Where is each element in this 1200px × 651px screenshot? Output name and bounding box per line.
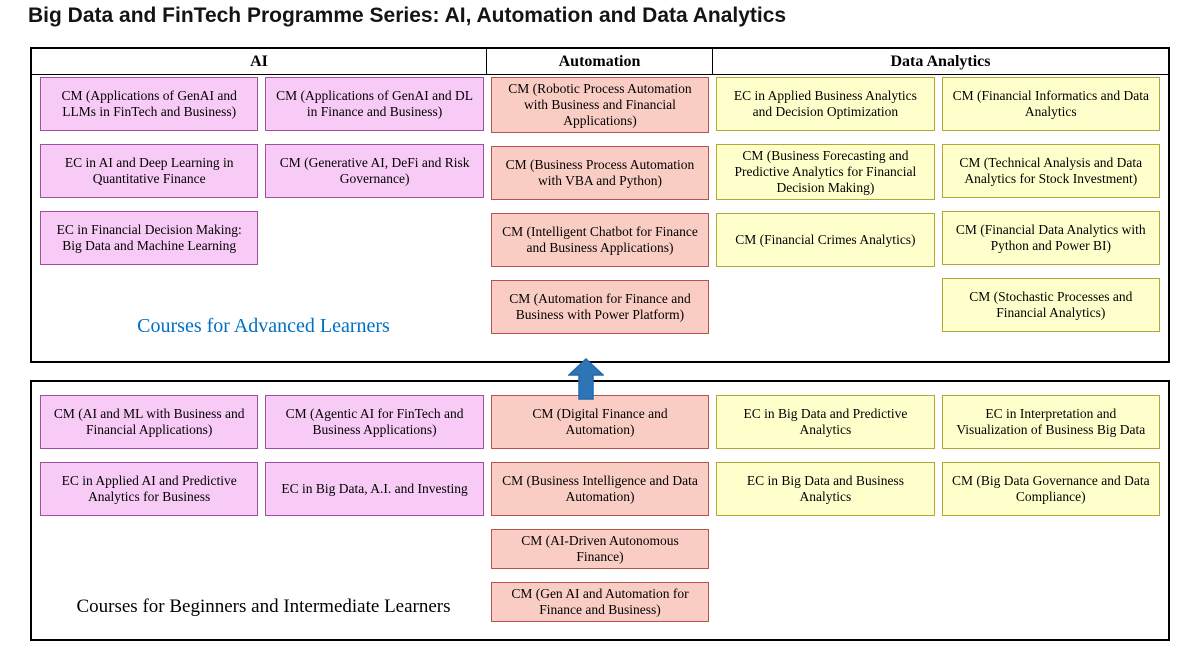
course-box: CM (Financial Data Analytics with Python…: [941, 211, 1160, 265]
course-box: EC in Interpretation and Visualization o…: [941, 395, 1160, 449]
course-box: EC in Applied AI and Predictive Analytic…: [40, 462, 259, 516]
header-ai: AI: [32, 49, 487, 74]
header-automation: Automation: [487, 49, 713, 74]
course-box: CM (AI-Driven Autonomous Finance): [490, 529, 710, 569]
ai-column-1: CM (AI and ML with Business and Financia…: [40, 395, 259, 622]
beginner-section: CM (AI and ML with Business and Financia…: [30, 380, 1170, 641]
ai-column-2: CM (Agentic AI for FinTech and Business …: [265, 395, 484, 622]
course-box: EC in Financial Decision Making: Big Dat…: [40, 211, 259, 265]
course-box: CM (Technical Analysis and Data Analytic…: [941, 144, 1160, 198]
data-analytics-column-2: EC in Interpretation and Visualization o…: [941, 395, 1160, 622]
advanced-caption: Courses for Advanced Learners: [137, 315, 390, 337]
advanced-course-grid: CM (Applications of GenAI and LLMs in Fi…: [40, 77, 1160, 334]
course-box: CM (Business Intelligence and Data Autom…: [490, 462, 710, 516]
course-box: CM (Generative AI, DeFi and Risk Governa…: [265, 144, 484, 198]
course-box: CM (Digital Finance and Automation): [490, 395, 710, 449]
course-box: CM (Applications of GenAI and DL in Fina…: [265, 77, 484, 131]
course-box: CM (Financial Informatics and Data Analy…: [941, 77, 1160, 131]
column-headers: AI Automation Data Analytics: [32, 49, 1168, 75]
course-box: CM (Robotic Process Automation with Busi…: [490, 77, 710, 133]
course-box: CM (Intelligent Chatbot for Finance and …: [490, 212, 710, 267]
data-analytics-column-1: EC in Big Data and Predictive Analytics …: [716, 395, 935, 622]
course-box: CM (Big Data Governance and Data Complia…: [941, 462, 1160, 516]
course-box: CM (Financial Crimes Analytics): [716, 212, 935, 267]
automation-column: CM (Robotic Process Automation with Busi…: [490, 77, 710, 334]
course-box: CM (Business Forecasting and Predictive …: [716, 144, 935, 200]
data-analytics-column-2: CM (Financial Informatics and Data Analy…: [941, 77, 1160, 334]
course-box: EC in Big Data and Business Analytics: [716, 462, 935, 516]
page-title: Big Data and FinTech Programme Series: A…: [28, 4, 787, 27]
course-box: EC in Big Data, A.I. and Investing: [265, 462, 484, 516]
course-box: CM (AI and ML with Business and Financia…: [40, 395, 259, 449]
course-box: EC in Big Data and Predictive Analytics: [716, 395, 935, 449]
ai-column-2: CM (Applications of GenAI and DL in Fina…: [265, 77, 484, 334]
course-box: CM (Stochastic Processes and Financial A…: [941, 278, 1160, 332]
course-box: CM (Applications of GenAI and LLMs in Fi…: [40, 77, 259, 131]
data-analytics-column-1: EC in Applied Business Analytics and Dec…: [716, 77, 935, 334]
ai-column-1: CM (Applications of GenAI and LLMs in Fi…: [40, 77, 259, 334]
course-box: CM (Automation for Finance and Business …: [490, 279, 710, 334]
course-box: EC in AI and Deep Learning in Quantitati…: [40, 144, 259, 198]
beginner-course-grid: CM (AI and ML with Business and Financia…: [40, 395, 1160, 622]
header-data-analytics: Data Analytics: [890, 52, 991, 70]
course-box: CM (Agentic AI for FinTech and Business …: [265, 395, 484, 449]
beginner-caption: Courses for Beginners and Intermediate L…: [76, 596, 451, 617]
course-box: CM (Business Process Automation with VBA…: [490, 145, 710, 200]
automation-column: CM (Digital Finance and Automation) CM (…: [490, 395, 710, 622]
course-box: EC in Applied Business Analytics and Dec…: [716, 77, 935, 131]
course-box: CM (Gen AI and Automation for Finance an…: [490, 581, 710, 622]
advanced-section: AI Automation Data Analytics CM (Applica…: [30, 47, 1170, 363]
up-arrow-icon: [568, 358, 604, 400]
